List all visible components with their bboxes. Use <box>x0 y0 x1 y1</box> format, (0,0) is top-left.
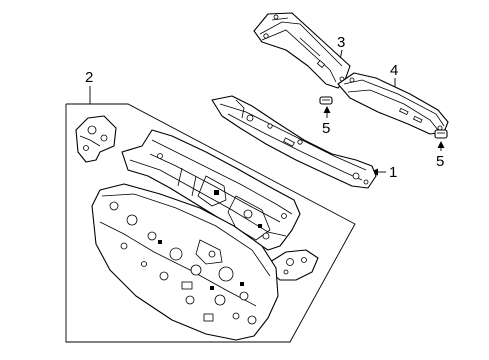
callout-label-4: 4 <box>390 62 398 79</box>
cowl-vent-panel-right <box>337 72 449 135</box>
cowl-vent-panel-left <box>253 12 351 89</box>
callout-label-1: 1 <box>389 164 397 181</box>
dash-panel <box>91 183 279 341</box>
cowl-panel <box>211 95 377 189</box>
callout-label-2: 2 <box>85 69 93 86</box>
dash-side-bracket-right <box>269 249 319 281</box>
dash-side-bracket-left <box>75 115 117 163</box>
assembly-outline-box <box>65 103 356 343</box>
leader-arrow-5a <box>323 106 331 118</box>
callout-label-3: 3 <box>337 34 345 51</box>
callout-label-5a: 5 <box>322 120 330 137</box>
cowl-inner-reinforcement <box>121 129 301 251</box>
clip-fastener-a <box>319 96 333 105</box>
clip-fastener-b <box>434 129 448 139</box>
callout-label-5b: 5 <box>436 153 444 170</box>
leader-arrow-5b <box>437 141 445 151</box>
